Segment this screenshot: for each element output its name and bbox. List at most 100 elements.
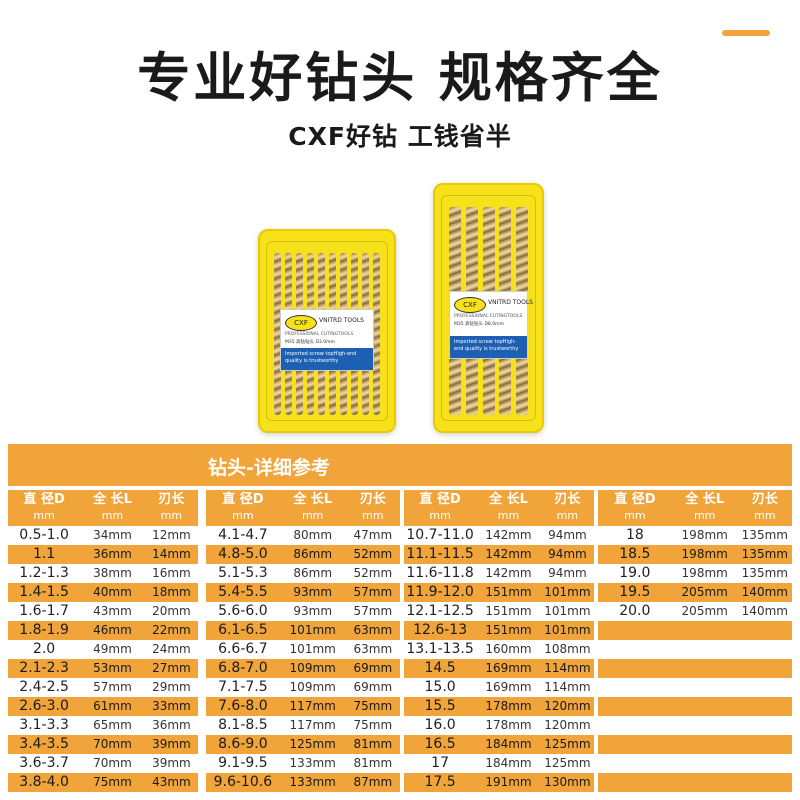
spec-text: M35 高钻钻头 D3.0mm: [285, 340, 335, 345]
brand-name: VNITRD TOOLS: [319, 317, 364, 324]
diameter-cell: 17.5: [424, 774, 456, 790]
diameter-cell: [598, 716, 672, 735]
diameter-cell: 10.7-11.0: [406, 527, 474, 543]
diameter-cell: 7.1-7.5: [218, 679, 268, 695]
length-cell: 160mm: [485, 642, 532, 656]
spec-text: M35 高钻钻头 D8.0mm: [454, 322, 504, 327]
header-label: 刃长: [554, 492, 581, 507]
diameter-cell: 3.6-3.7: [19, 755, 69, 771]
diameter-cell: 2.6-3.0: [19, 698, 69, 714]
blade-length-cell: 114mm: [544, 680, 591, 694]
length-cell: 125mm: [289, 737, 336, 751]
length-cell: 86mm: [293, 566, 333, 580]
diameter-cell: [598, 659, 672, 678]
table-row: [598, 659, 792, 678]
length-cell: 46mm: [93, 623, 132, 637]
blade-length-cell: 69mm: [353, 661, 393, 675]
product-image-large: CXF VNITRD TOOLS PROFESSIONAL CUTINGTOOL…: [433, 183, 544, 433]
length-cell: 109mm: [289, 661, 336, 675]
table-row: [598, 678, 792, 697]
blade-length-cell: 16mm: [152, 566, 191, 580]
product-label: CXF VNITRD TOOLS PROFESSIONAL CUTINGTOOL…: [280, 309, 374, 371]
blade-length-cell: [738, 697, 792, 716]
diameter-cell: 18: [625, 527, 644, 543]
diameter-cell: 1.4-1.5: [19, 584, 69, 600]
diameter-cell: 9.1-9.5: [218, 755, 268, 771]
length-cell: [672, 716, 738, 735]
length-cell: 198mm: [681, 528, 728, 542]
header-unit: mm: [232, 509, 254, 522]
diameter-cell: [598, 621, 672, 640]
diameter-cell: 9.6-10.6: [213, 774, 273, 790]
header-label: 刃长: [158, 492, 185, 507]
table-row: [598, 754, 792, 773]
blade-length-cell: 108mm: [544, 642, 591, 656]
box-frame: [266, 241, 388, 421]
length-cell: 191mm: [485, 775, 532, 789]
length-cell: 205mm: [681, 604, 728, 618]
diameter-cell: 8.1-8.5: [218, 717, 268, 733]
blade-length-cell: 81mm: [353, 756, 393, 770]
length-cell: [672, 773, 738, 792]
diameter-cell: 1.8-1.9: [19, 622, 69, 638]
table-row: 1.8-1.9 46mm 22mm: [8, 621, 198, 640]
length-cell: 178mm: [485, 718, 532, 732]
length-cell: 184mm: [485, 756, 532, 770]
diameter-cell: 12.1-12.5: [406, 603, 474, 619]
blade-length-cell: 57mm: [353, 585, 393, 599]
diameter-cell: 17: [431, 755, 449, 771]
length-cell: 40mm: [93, 585, 132, 599]
length-cell: 151mm: [485, 623, 532, 637]
blade-length-cell: 52mm: [353, 566, 393, 580]
quality-strip: Imported screw topHigh-end quality is tr…: [450, 336, 527, 358]
diameter-cell: 6.1-6.5: [218, 622, 268, 638]
diameter-cell: [598, 697, 672, 716]
diameter-cell: 5.4-5.5: [218, 584, 268, 600]
header-blade: 刃长 mm: [541, 490, 594, 526]
diameter-cell: 3.4-3.5: [19, 736, 69, 752]
diameter-cell: 16.0: [424, 717, 456, 733]
header-unit: mm: [362, 509, 384, 522]
blade-length-cell: 130mm: [544, 775, 591, 789]
blade-length-cell: 63mm: [353, 642, 393, 656]
header-unit: mm: [556, 509, 579, 522]
length-cell: 169mm: [485, 680, 532, 694]
length-cell: [672, 697, 738, 716]
blade-length-cell: 81mm: [353, 737, 393, 751]
length-cell: 75mm: [93, 775, 132, 789]
drill-bit: [373, 253, 380, 415]
blade-length-cell: 140mm: [741, 604, 788, 618]
quality-strip: Imported screw topHigh-end quality is tr…: [281, 348, 373, 370]
header-label: 直 径D: [419, 492, 461, 507]
diameter-cell: 12.6-13: [413, 622, 468, 638]
blade-length-cell: 101mm: [544, 585, 591, 599]
header-unit: mm: [497, 509, 520, 522]
blade-length-cell: 22mm: [152, 623, 191, 637]
box-frame: [441, 195, 536, 421]
diameter-cell: 11.9-12.0: [406, 584, 474, 600]
blade-length-cell: 14mm: [152, 547, 191, 561]
